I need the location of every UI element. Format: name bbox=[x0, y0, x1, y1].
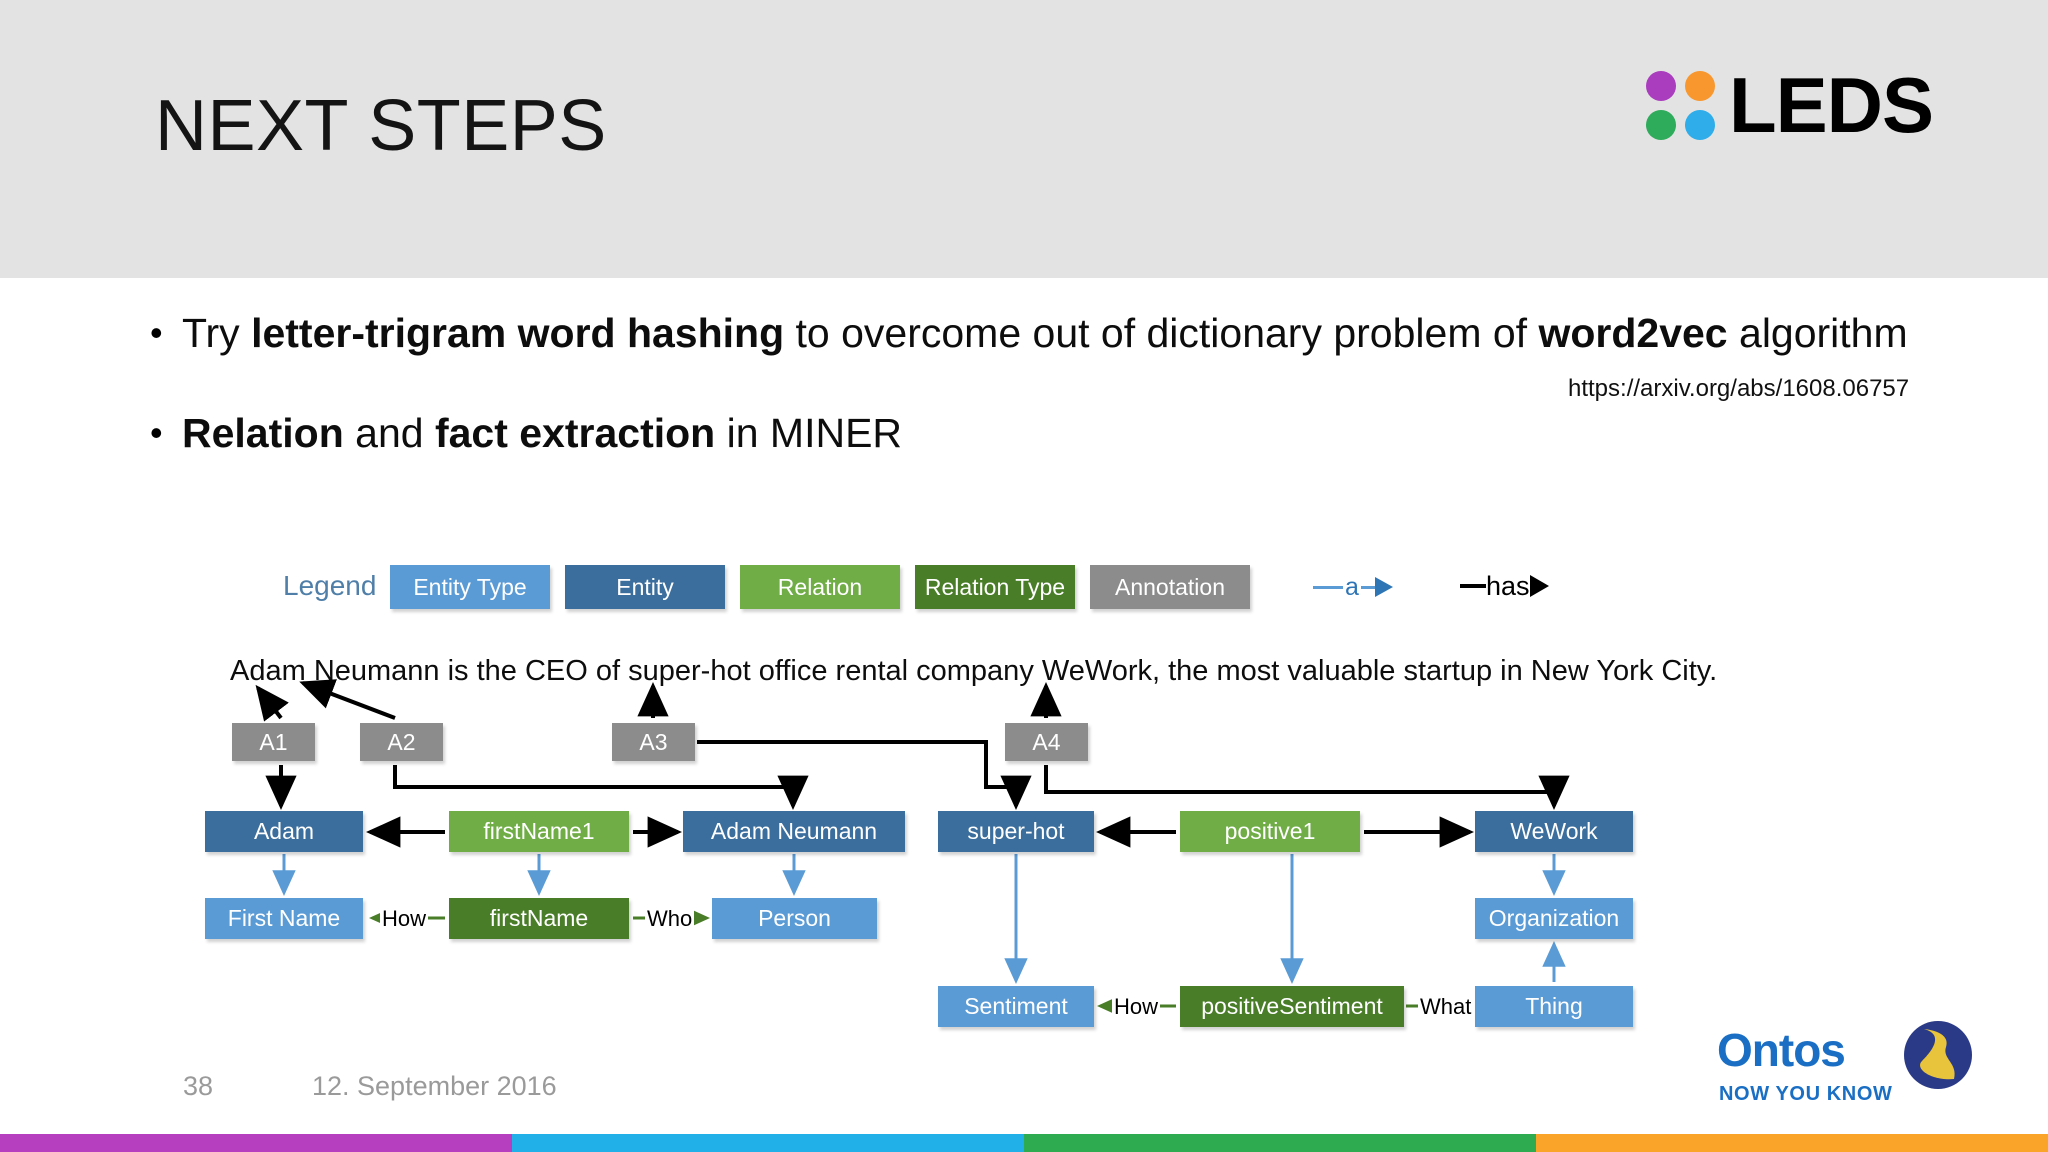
diagram-node-thing: Thing bbox=[1475, 986, 1633, 1027]
diagram-node-a1: A1 bbox=[232, 723, 315, 761]
bottom-color-bar bbox=[0, 1134, 2048, 1152]
diagram-node-a2: A2 bbox=[360, 723, 443, 761]
edge-label-who1: Who bbox=[645, 906, 695, 932]
bar-cyan bbox=[512, 1134, 1024, 1152]
diagram-node-pos1: positive1 bbox=[1180, 811, 1360, 852]
bullet-list: • Try letter-trigram word hashing to over… bbox=[150, 305, 1910, 461]
dot-green-icon bbox=[1645, 109, 1676, 140]
bullet-text: Try letter-trigram word hashing to overc… bbox=[182, 305, 1908, 361]
slide-date: 12. September 2016 bbox=[312, 1071, 557, 1101]
bar-purple bbox=[0, 1134, 512, 1152]
bullet-emphasis: Relation bbox=[182, 410, 344, 456]
diagram-node-wework: WeWork bbox=[1475, 811, 1633, 852]
edge-label-what1: What bbox=[1418, 994, 1474, 1020]
bullet-emphasis: word2vec bbox=[1538, 310, 1728, 356]
dot-purple-icon bbox=[1645, 70, 1676, 101]
diagram-node-adamn: Adam Neumann bbox=[683, 811, 905, 852]
diagram-node-fname_t: First Name bbox=[205, 898, 363, 939]
page-number: 38 bbox=[183, 1071, 214, 1101]
bar-orange bbox=[1536, 1134, 2048, 1152]
legend-arrow-a-line2 bbox=[1360, 585, 1375, 589]
legend-arrow-has: has bbox=[1460, 568, 1600, 604]
diagram-node-a3: A3 bbox=[612, 723, 695, 761]
legend-arrow-a-head-icon bbox=[1374, 577, 1393, 597]
diagram-node-fn1: firstName1 bbox=[449, 811, 629, 852]
leds-logo: LEDS bbox=[1645, 61, 1934, 149]
ontos-globe-icon bbox=[1904, 1021, 1972, 1089]
bullet-plain: and bbox=[343, 410, 435, 456]
bullet-plain: Try bbox=[182, 310, 252, 356]
bullet-marker-icon: • bbox=[150, 412, 163, 453]
bullet-item: • Relation and fact extraction in MINER bbox=[150, 405, 1910, 461]
ontos-wordmark: Ontos bbox=[1717, 1024, 1846, 1076]
legend-arrow-a-label: a bbox=[1345, 572, 1359, 601]
bullet-emphasis: letter-trigram word hashing bbox=[251, 310, 785, 356]
bullet-item: • Try letter-trigram word hashing to over… bbox=[150, 305, 1910, 361]
diagram-node-a4: A4 bbox=[1005, 723, 1088, 761]
legend-arrow-has-head-icon bbox=[1529, 575, 1549, 597]
diagram-node-adam: Adam bbox=[205, 811, 363, 852]
reference-link[interactable]: https://arxiv.org/abs/1608.06757 bbox=[1568, 375, 1910, 402]
bullet-plain: in MINER bbox=[715, 410, 903, 456]
example-sentence: Adam Neumann is the CEO of super-hot off… bbox=[230, 655, 1718, 687]
ontos-tagline: NOW YOU KNOW bbox=[1719, 1083, 1893, 1105]
bullet-emphasis: fact extraction bbox=[434, 410, 716, 456]
legend-arrow-a-line bbox=[1313, 585, 1343, 589]
ontos-logo: Ontos NOW YOU KNOW bbox=[1717, 1021, 1987, 1123]
legend-chip-entity-type: Entity Type bbox=[390, 565, 550, 609]
bullet-marker-icon: • bbox=[150, 312, 163, 353]
dot-blue-icon bbox=[1684, 109, 1715, 140]
legend-arrow-has-line bbox=[1460, 584, 1486, 588]
diagram-node-fname: firstName bbox=[449, 898, 629, 939]
bar-green bbox=[1024, 1134, 1536, 1152]
diagram-node-person: Person bbox=[712, 898, 877, 939]
legend-arrow-a: a bbox=[1313, 570, 1443, 604]
leds-wordmark: LEDS bbox=[1728, 61, 1934, 149]
diagram-node-senti: Sentiment bbox=[938, 986, 1094, 1027]
legend-arrow-has-label: has bbox=[1486, 570, 1530, 601]
header-band bbox=[0, 0, 2048, 278]
legend-label: Legend bbox=[283, 570, 377, 601]
page-title: NEXT STEPS bbox=[155, 86, 607, 166]
edge-label-how1: How bbox=[380, 906, 429, 932]
dot-orange-icon bbox=[1684, 70, 1715, 101]
legend-chip-entity: Entity bbox=[565, 565, 725, 609]
leds-dots-icon bbox=[1645, 70, 1715, 140]
legend-chip-annotation: Annotation bbox=[1090, 565, 1250, 609]
bullet-plain: algorithm bbox=[1727, 310, 1908, 356]
diagram-node-shot: super-hot bbox=[938, 811, 1094, 852]
bullet-plain: to overcome out of dictionary problem of bbox=[784, 310, 1539, 356]
legend-chip-relation: Relation bbox=[740, 565, 900, 609]
edge-label-how2: How bbox=[1112, 994, 1161, 1020]
diagram-node-possent: positiveSentiment bbox=[1180, 986, 1404, 1027]
legend-chip-relation-type: Relation Type bbox=[915, 565, 1075, 609]
diagram-node-org: Organization bbox=[1475, 898, 1633, 939]
bullet-text: Relation and fact extraction in MINER bbox=[182, 405, 902, 461]
